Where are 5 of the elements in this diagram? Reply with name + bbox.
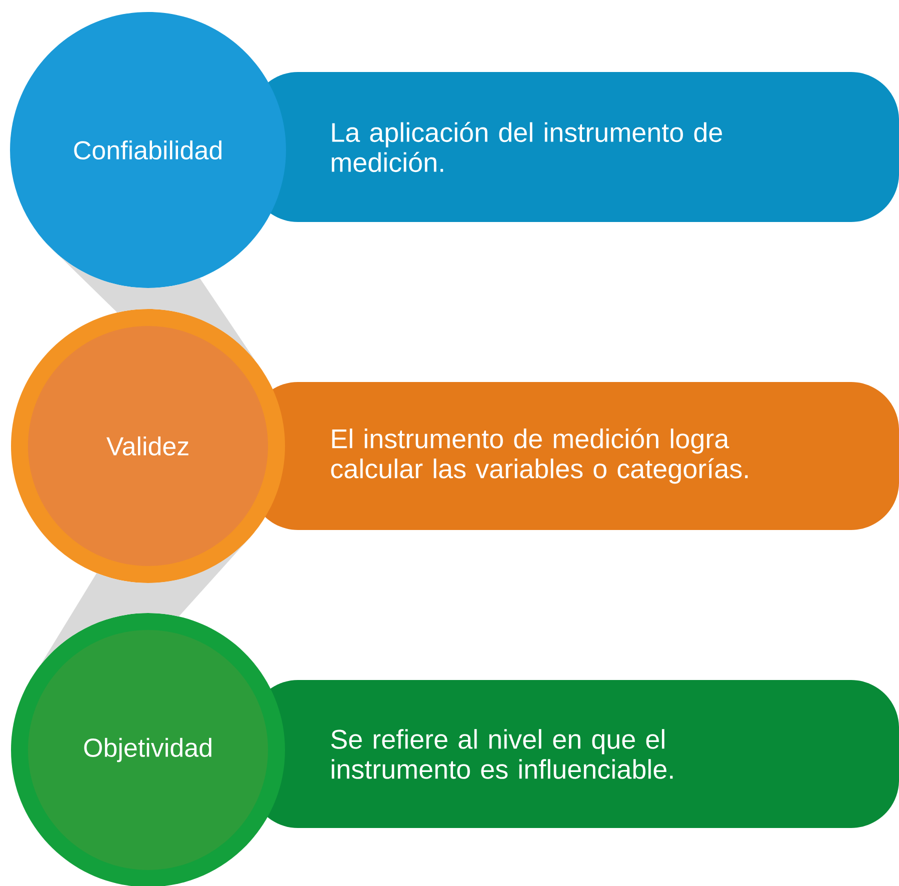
description-band: Se refiere al nivel en que el instrumento es influenciable. bbox=[250, 680, 899, 828]
connector-band bbox=[45, 242, 256, 362]
connector-band bbox=[40, 538, 250, 666]
description-band: La aplicación del instrumento de medición. bbox=[250, 72, 899, 222]
description-band: El instrumento de medición logra calcular las variables o categorías. bbox=[250, 382, 899, 530]
